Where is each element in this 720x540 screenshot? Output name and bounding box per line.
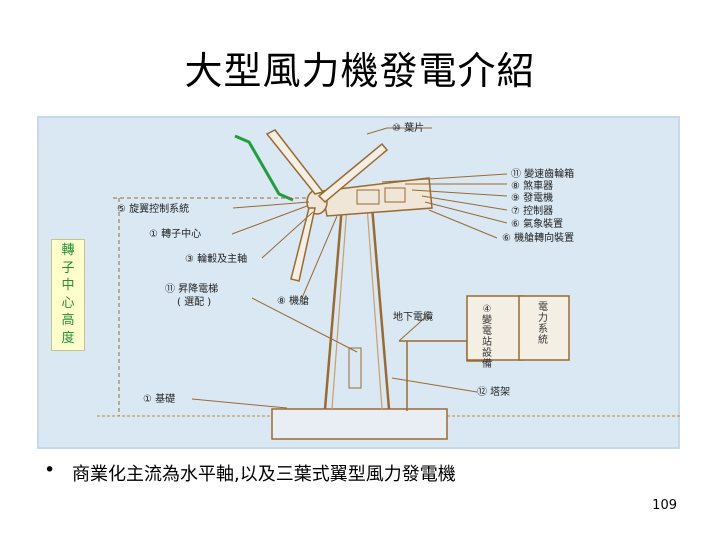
- label-foundation: ① 基礎: [143, 394, 176, 405]
- label-elevator: ⑪ 昇降電梯: [165, 284, 219, 295]
- wind-turbine-diagram: 轉子中心高度 ⑩ 葉片 ⑤ 旋翼控制系統 ① 轉子中心 ③ 輪轂及主軸 ⑪ 昇降…: [37, 116, 680, 449]
- label-blade: ⑩ 葉片: [392, 123, 425, 134]
- label-pitch-mechanism: ⑤ 旋翼控制系統: [117, 204, 190, 215]
- label-gearbox-shaft: ③ 輪轂及主軸: [185, 254, 248, 265]
- label-elevator-optional: ( 選配 ): [177, 297, 212, 308]
- grid-box-label: 電力系統: [538, 302, 548, 346]
- bullet-marker: •: [44, 459, 56, 481]
- label-gearbox: ⑪ 變速齒輪箱: [511, 169, 575, 180]
- label-yaw-system: ⑥ 機艙轉向裝置: [502, 233, 575, 244]
- label-weather-device: ⑥ 氣象裝置: [511, 219, 564, 230]
- label-nacelle: ⑧ 機艙: [277, 296, 310, 307]
- label-controller: ⑦ 控制器: [511, 206, 554, 217]
- bullet-text: 商業化主流為水平軸,以及三葉式翼型風力發電機: [72, 464, 456, 485]
- page-number: 109: [652, 498, 677, 513]
- turbine-drawing: [97, 127, 680, 440]
- label-tower: ⑫ 塔架: [477, 387, 511, 398]
- slide-title: 大型風力機發電介紹: [184, 49, 536, 93]
- label-generator: ⑨ 發電機: [511, 193, 554, 204]
- label-rotor-center: ① 轉子中心: [149, 229, 202, 240]
- hub-height-label-box: 轉子中心高度: [51, 239, 85, 351]
- label-brake: ⑧ 煞車器: [511, 181, 554, 192]
- label-underground-cable: 地下電纜: [393, 312, 433, 323]
- hub-height-label: 轉子中心高度: [61, 243, 75, 346]
